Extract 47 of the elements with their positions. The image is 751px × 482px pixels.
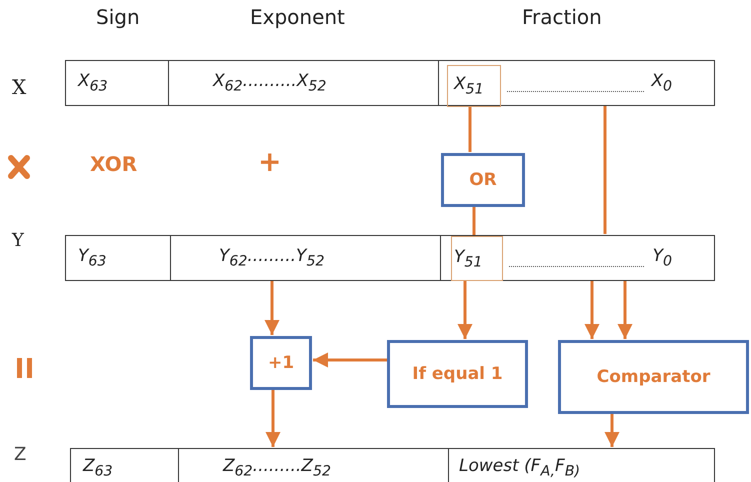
bit-label: Y$_{63}$	[78, 246, 106, 270]
register-cell	[168, 60, 439, 106]
operator-box	[441, 153, 525, 207]
arrow	[264, 281, 280, 335]
operator-label: If equal 1	[412, 364, 503, 384]
arrow	[313, 352, 387, 368]
operator-label: OR	[469, 170, 497, 190]
row-label: Z	[14, 444, 26, 465]
operator-label: +	[258, 145, 282, 178]
connector-line	[604, 106, 606, 234]
register-cell	[170, 235, 441, 281]
arrow	[604, 414, 620, 447]
register-cell	[448, 448, 715, 482]
operator-label: Comparator	[596, 367, 710, 387]
bit-label: X$_{51}$	[454, 74, 484, 98]
header: Fraction	[522, 5, 602, 29]
operator-box	[558, 340, 749, 414]
bit-label: X$_{62}$..........X$_{52}$	[213, 71, 326, 95]
row-label: Y	[12, 230, 24, 251]
bit-label: Z$_{62}$.........Z$_{52}$	[223, 456, 331, 480]
register-cell	[70, 448, 179, 482]
bit-label: X$_{63}$	[78, 71, 108, 95]
register-cell	[440, 235, 715, 281]
arrow	[584, 281, 600, 339]
header: Exponent	[250, 5, 345, 29]
operator-box	[250, 336, 312, 390]
arrow	[266, 390, 280, 447]
register-cell	[438, 60, 715, 106]
bit-label: Lowest (F$_{A,}$F$_{B)}$	[459, 456, 580, 480]
operator-label: XOR	[90, 152, 138, 176]
operator-box	[387, 340, 528, 408]
bit-label: Y$_{0}$	[652, 246, 672, 270]
arrow	[618, 281, 632, 339]
connector-line	[472, 207, 476, 235]
bit-label: Y$_{51}$	[454, 246, 482, 270]
operator-label: +1	[268, 353, 294, 373]
bit-label: Z$_{63}$	[83, 456, 113, 480]
bit-label: X$_{0}$	[651, 71, 672, 95]
bit-box	[451, 236, 503, 281]
register-cell	[65, 60, 169, 106]
header: Sign	[96, 5, 140, 29]
bit-label: Y$_{62}$.........Y$_{52}$	[219, 246, 324, 270]
bit-box	[447, 65, 501, 107]
register-cell	[65, 235, 171, 281]
row-label: X	[12, 75, 26, 99]
connector-line	[468, 107, 472, 152]
arrow	[458, 281, 472, 339]
